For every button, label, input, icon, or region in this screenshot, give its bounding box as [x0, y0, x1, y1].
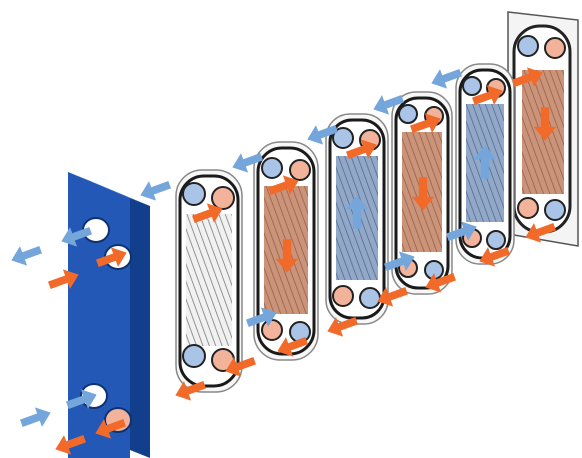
cold-arrow [18, 403, 54, 433]
frame-plate [68, 172, 150, 458]
cold-arrow [137, 175, 173, 205]
plate-1-neutral [176, 170, 242, 392]
cold-arrow [8, 240, 44, 270]
